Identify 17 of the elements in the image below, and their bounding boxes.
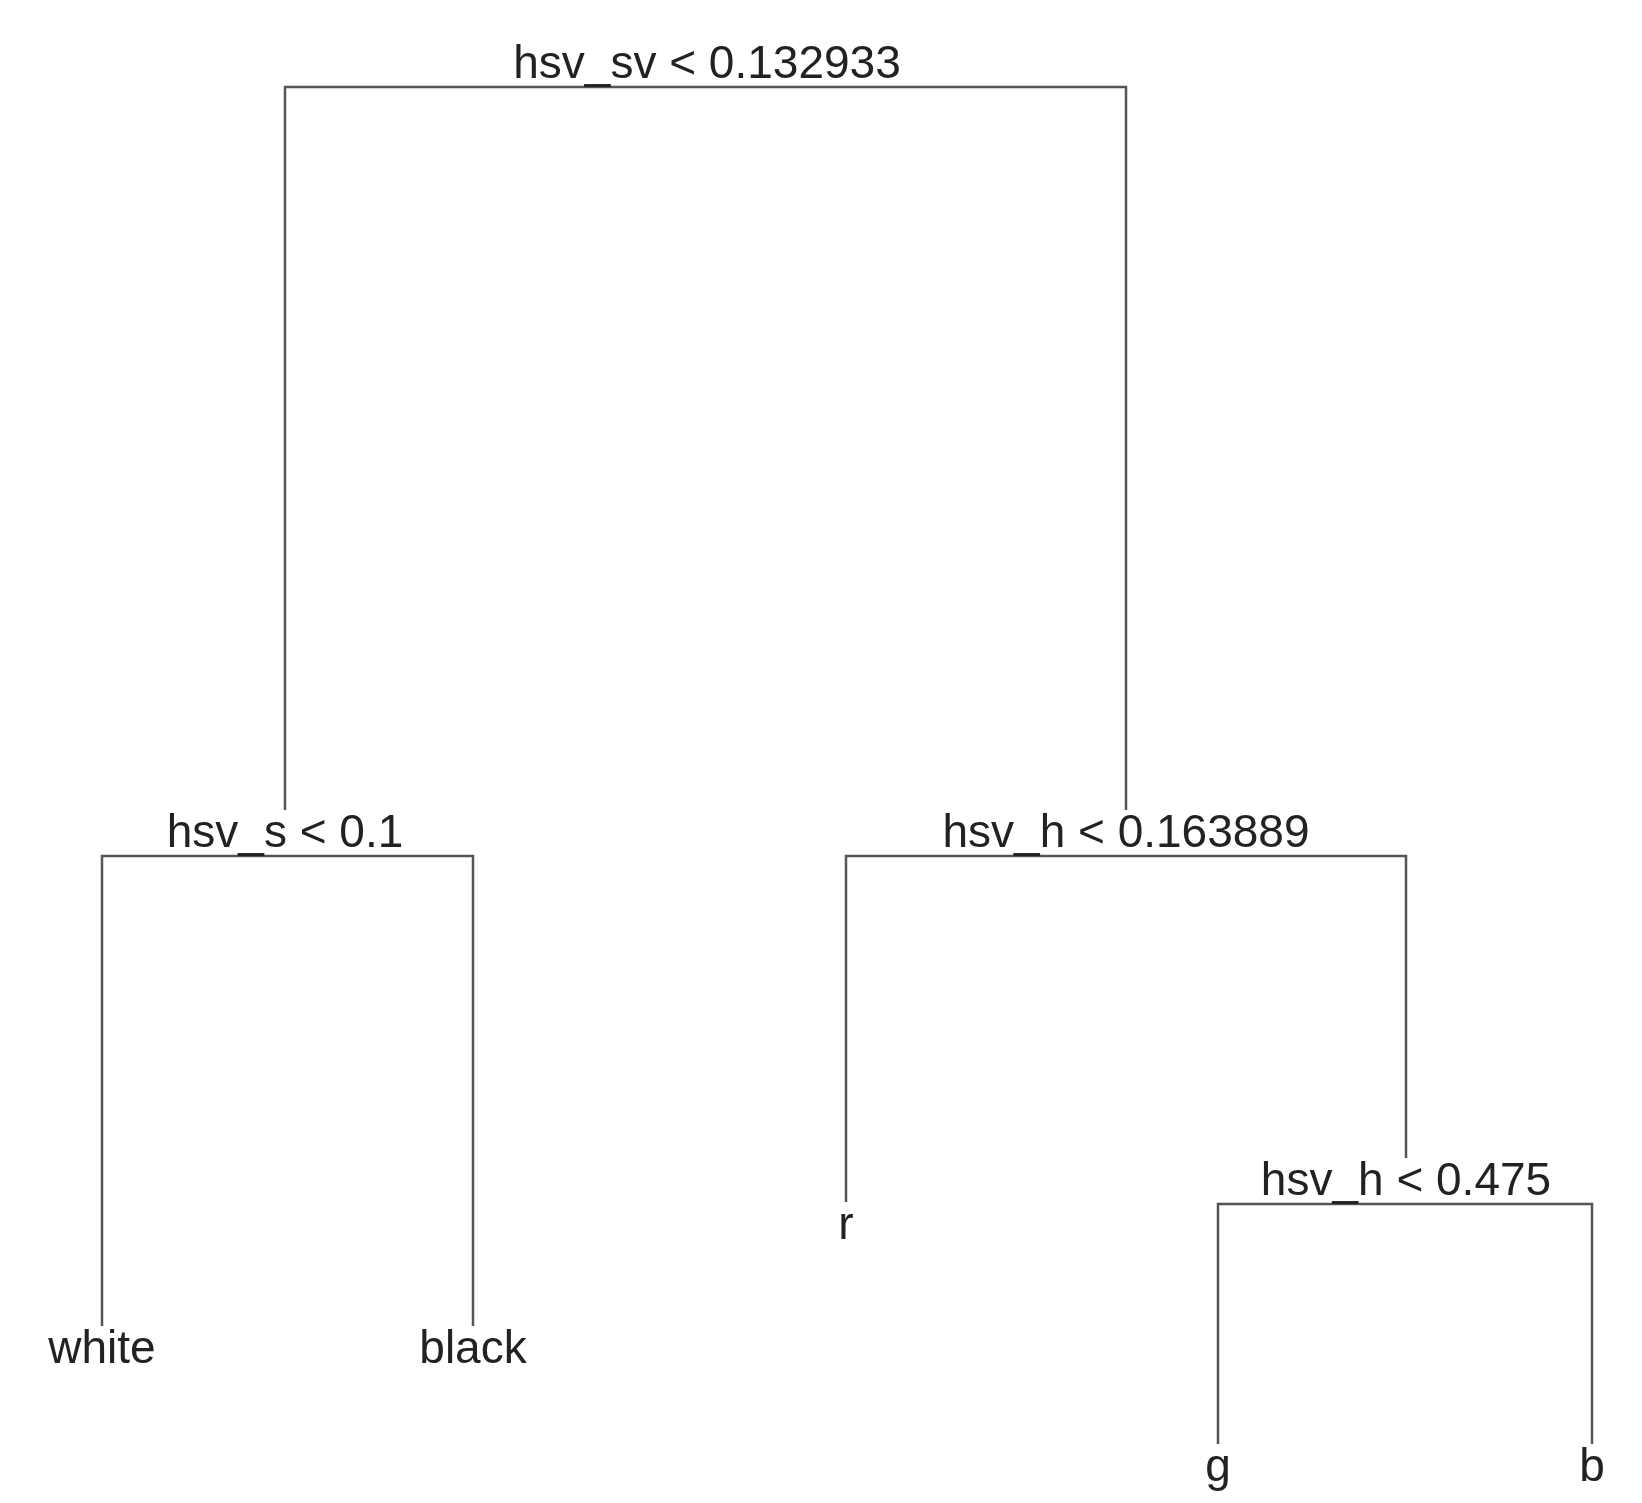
tree-node-label: hsv_h < 0.475 — [1260, 1154, 1552, 1204]
tree-branch-line — [1216, 1202, 1406, 1444]
tree-node-label: black — [419, 1322, 527, 1372]
tree-node-label: hsv_s < 0.1 — [166, 806, 404, 856]
tree-node-label: hsv_sv < 0.132933 — [513, 37, 901, 87]
tree-branch-line — [283, 85, 707, 810]
tree-node-label: hsv_h < 0.163889 — [942, 806, 1310, 856]
tree-branch-line — [707, 85, 1128, 810]
tree-branch-line — [100, 854, 285, 1326]
tree-node-label: g — [1205, 1440, 1231, 1490]
tree-node-label: white — [48, 1322, 156, 1372]
tree-branch-line — [844, 854, 1126, 1202]
tree-node-label: b — [1579, 1440, 1605, 1490]
tree-branch-line — [1126, 854, 1408, 1158]
tree-branch-line — [1406, 1202, 1594, 1444]
tree-node-label: r — [838, 1198, 854, 1248]
tree-branch-line — [285, 854, 475, 1326]
